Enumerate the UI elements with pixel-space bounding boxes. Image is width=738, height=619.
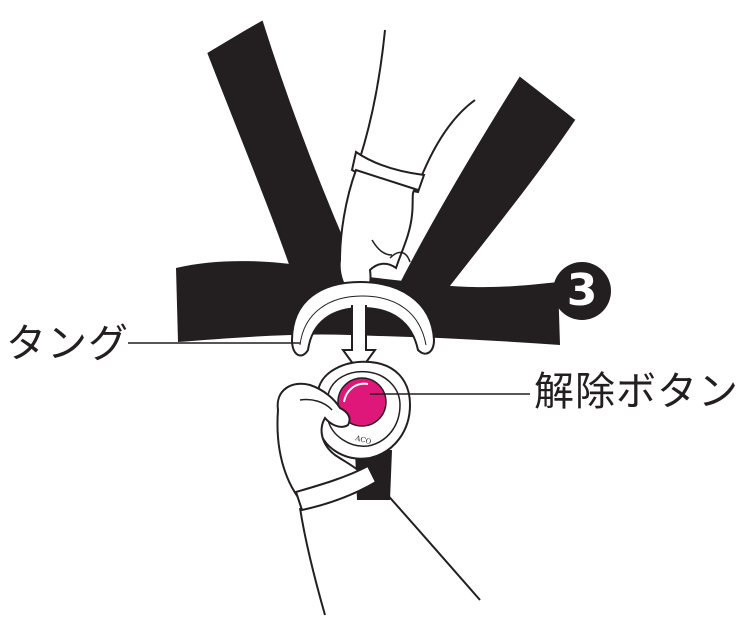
buckle-rim — [327, 370, 401, 447]
release-button-label: 解除ボタン — [534, 369, 738, 415]
lower-sleeve — [299, 481, 481, 616]
release-button-highlight — [343, 382, 369, 403]
tongue-latch — [290, 280, 436, 357]
tongue-label: タング — [6, 321, 129, 367]
upper-arm-sleeve — [358, 29, 476, 182]
lower-thumb-line — [299, 398, 333, 411]
thumb-line — [371, 239, 393, 256]
tongue-inner-edge — [299, 295, 427, 346]
right-strap-end — [520, 72, 578, 120]
upper-hand — [338, 168, 419, 300]
left-strap-end — [203, 16, 264, 54]
step-number-badge: 3 — [553, 262, 611, 320]
finger-line — [389, 251, 411, 263]
right-shoulder-strap — [393, 76, 576, 312]
